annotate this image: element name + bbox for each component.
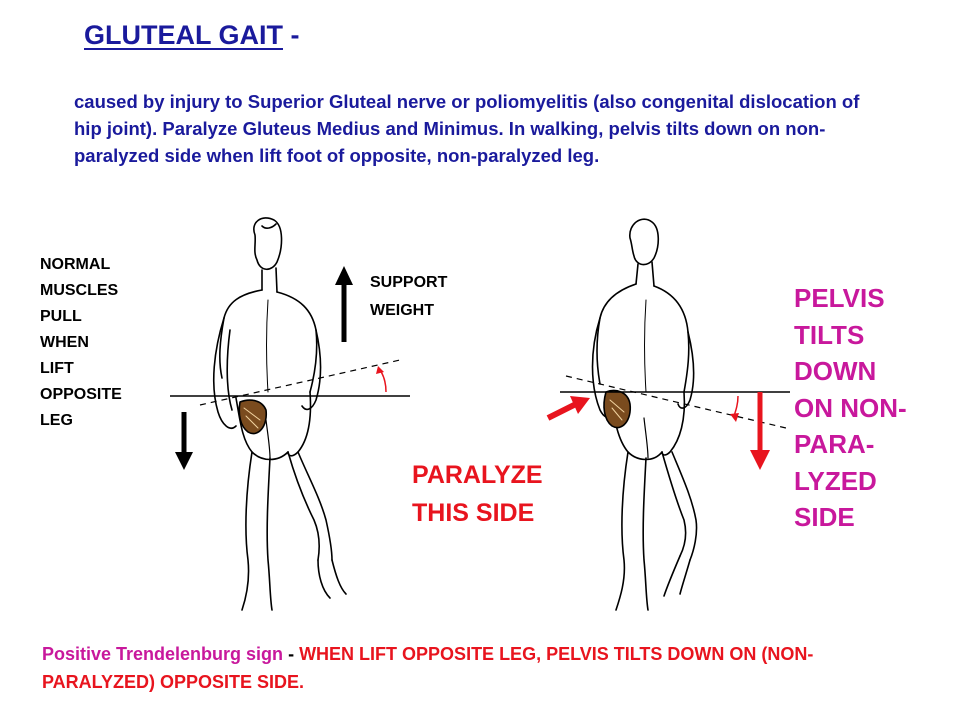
- page-title: GLUTEAL GAIT -: [84, 20, 300, 51]
- normal-label-line: LEG: [40, 412, 73, 429]
- paralyze-arrowhead: [570, 396, 590, 414]
- right-angle-arc: [733, 395, 739, 417]
- paralyze-arrow: [546, 401, 578, 421]
- pelvis-label-line: ON NON-: [794, 392, 907, 423]
- title-suffix: -: [283, 20, 300, 50]
- description-text: caused by injury to Superior Gluteal ner…: [74, 91, 860, 166]
- normal-label-line: PULL: [40, 308, 82, 325]
- pelvis-label-line: PARA-: [794, 429, 875, 459]
- pelvis-label-line: DOWN: [794, 356, 877, 386]
- paralyze-label-line: PARALYZE: [412, 461, 543, 489]
- title-main: GLUTEAL GAIT: [84, 20, 283, 50]
- right-figure: [591, 218, 698, 611]
- support-weight-label: SUPPORT WEIGHT: [370, 269, 447, 325]
- left-up-arrowhead: [335, 266, 353, 285]
- pelvis-tilts-label: PELVIS TILTS DOWN ON NON- PARA- LYZED SI…: [794, 280, 907, 536]
- paralyze-label: PARALYZE THIS SIDE: [412, 456, 543, 532]
- pelvis-label-line: PELVIS: [794, 283, 885, 313]
- left-angle-arc: [379, 369, 387, 393]
- pelvis-label-line: LYZED: [794, 465, 877, 496]
- pelvis-label-line: TILTS: [794, 319, 865, 350]
- normal-label-line: NORMAL: [40, 256, 111, 273]
- footer-sign: Positive Trendelenburg sign: [42, 644, 284, 664]
- normal-label-line: OPPOSITE: [40, 386, 122, 403]
- left-tilt-line: [199, 359, 401, 406]
- left-angle-arrowhead: [376, 366, 384, 374]
- paralyze-label-line: THIS SIDE: [412, 499, 535, 527]
- normal-label-line: LIFT: [40, 360, 74, 377]
- pelvis-down-arrowhead: [750, 450, 770, 470]
- right-angle-arrowhead: [730, 413, 739, 422]
- support-label-line: WEIGHT: [370, 302, 434, 319]
- footer-explanation: WHEN LIFT OPPOSITE LEG, PELVIS TILTS DOW…: [42, 644, 814, 692]
- left-figure: [212, 217, 347, 611]
- normal-label-line: WHEN: [40, 334, 89, 351]
- footer-note: Positive Trendelenburg sign - WHEN LIFT …: [42, 640, 922, 696]
- right-tilt-line: [565, 375, 787, 429]
- support-label-line: SUPPORT: [370, 274, 448, 291]
- pelvis-label-line: SIDE: [794, 502, 855, 532]
- footer-dash: -: [283, 644, 300, 664]
- normal-muscles-label: NORMAL MUSCLES PULL WHEN LIFT OPPOSITE L…: [40, 252, 122, 434]
- normal-label-line: MUSCLES: [40, 282, 119, 299]
- left-down-arrowhead: [175, 452, 193, 470]
